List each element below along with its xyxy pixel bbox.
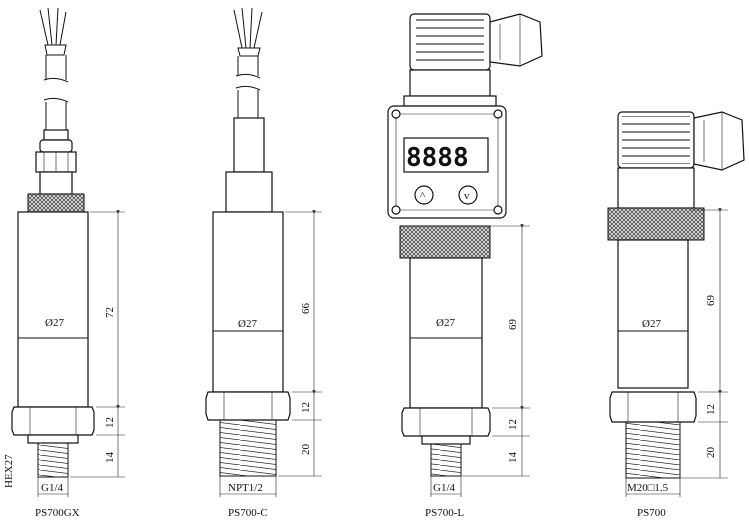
sensor-ps700gx: Ø27 72 12 14 HEX27 G1/4 PS700GX	[3, 7, 125, 519]
down-button[interactable]	[458, 185, 478, 205]
thread-label: G1/4	[433, 482, 456, 494]
display-housing: 8888 ^ v	[387, 105, 507, 219]
display-digits: 8888	[406, 143, 469, 173]
dim-hex: 12	[705, 404, 717, 415]
thread-label: M20□1.5	[627, 482, 669, 494]
dim-length: 72	[104, 307, 116, 318]
up-button-glyph: ^	[420, 190, 426, 202]
cable-wires	[233, 7, 263, 57]
dim-hex: 12	[104, 417, 116, 428]
dim-thread: 14	[104, 452, 116, 464]
dimension-lines: 69 12 14	[462, 224, 530, 477]
sensor-ps700: Ø27 69 12 20 M20□1.5 PS700	[607, 111, 745, 519]
hex-nut	[609, 391, 697, 423]
sensor-body	[17, 211, 89, 408]
sensor-ps700-l: 8888 ^ v Ø27 69 12 14 G1/4 PS700-L	[387, 13, 543, 519]
dim-hex: 12	[507, 419, 519, 430]
dimension-lines: 72 12 14	[70, 210, 125, 478]
model-label: PS700GX	[35, 507, 80, 519]
diameter-label: Ø27	[45, 317, 64, 329]
thread	[430, 443, 462, 477]
thread-label: G1/4	[41, 482, 64, 494]
diameter-label: Ø27	[238, 318, 257, 330]
cable	[43, 55, 69, 130]
dim-thread: 14	[507, 452, 519, 464]
strain-relief	[225, 117, 273, 213]
thread-dim-line	[625, 478, 681, 497]
diameter-label: Ø27	[642, 318, 661, 330]
knurled-ring	[399, 225, 491, 259]
cable	[235, 56, 261, 118]
thread-dim-line	[37, 477, 69, 497]
dimension-lines: 69 12 20	[680, 208, 728, 479]
sensor-body	[617, 239, 689, 389]
din-connector	[403, 13, 543, 107]
dimension-lines: 66 12 20	[278, 210, 322, 477]
cable-wires	[39, 7, 67, 56]
dim-hex: 12	[300, 402, 312, 413]
cable-gland	[27, 129, 85, 213]
dim-thread: 20	[705, 447, 717, 459]
thread-dim-line	[430, 476, 462, 497]
up-button[interactable]	[414, 185, 434, 205]
down-button-glyph: v	[464, 190, 470, 202]
sensor-body	[212, 211, 284, 393]
hex-nut	[401, 407, 491, 437]
model-label: PS700-L	[425, 507, 464, 519]
sensor-body	[409, 257, 483, 409]
knurled-ring	[607, 207, 705, 241]
led-display	[403, 137, 489, 173]
sensor-ps700-c: Ø27 66 12 20 NPT1/2 PS700-C	[205, 7, 322, 519]
hex-nut	[11, 406, 95, 436]
thread-label: NPT1/2	[228, 482, 263, 494]
hex-nut	[205, 391, 291, 421]
model-label: PS700	[637, 507, 666, 519]
dim-length: 69	[705, 295, 717, 307]
thread	[219, 419, 277, 477]
dim-length: 69	[507, 319, 519, 331]
model-label: PS700-C	[228, 507, 268, 519]
thread	[625, 421, 681, 479]
thread-dim-line	[219, 476, 277, 497]
din-connector	[617, 111, 745, 209]
diameter-label: Ø27	[436, 317, 455, 329]
thread	[37, 442, 69, 478]
hex-label: HEX27	[3, 454, 15, 488]
dim-thread: 20	[300, 444, 312, 456]
dim-length: 66	[300, 303, 312, 315]
